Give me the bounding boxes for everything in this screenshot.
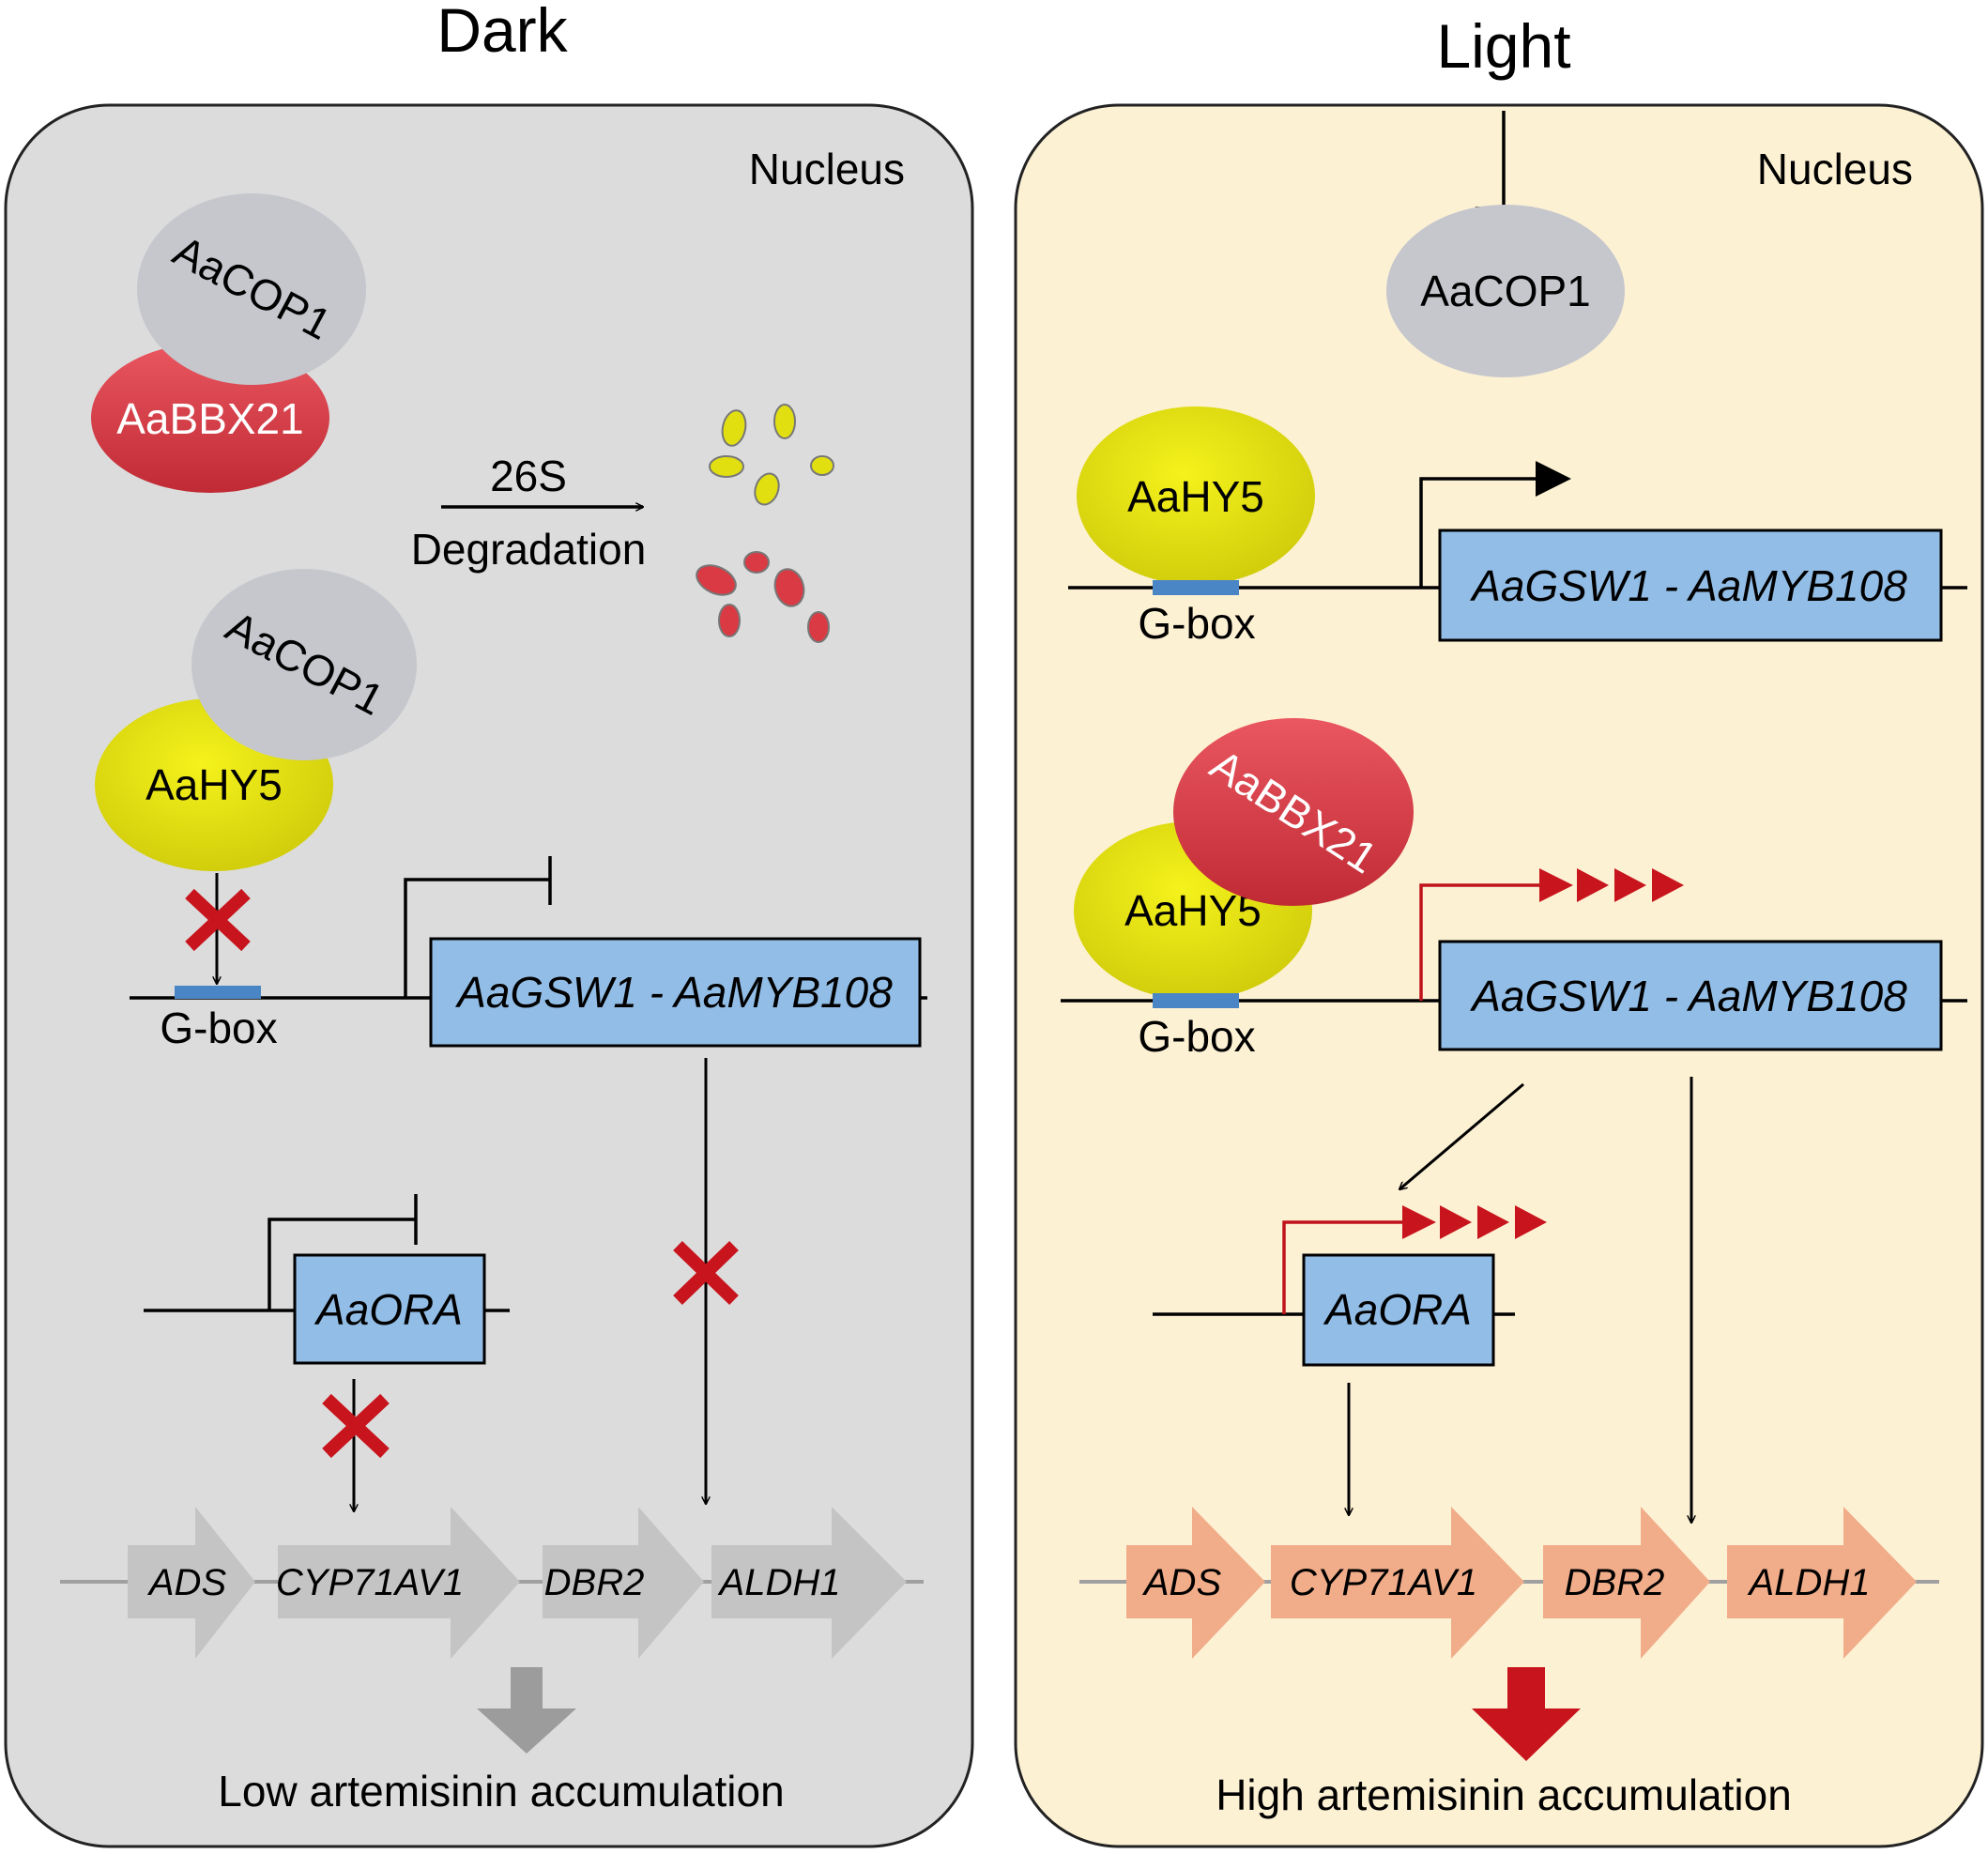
light-hy5-protein-a xyxy=(1077,406,1315,585)
dark-result-arrow xyxy=(477,1667,576,1754)
dark-aldh1-arrow xyxy=(711,1507,907,1659)
light-ora-label: AaORA xyxy=(1323,1285,1472,1334)
dark-cop1-protein-b xyxy=(191,569,417,760)
dark-repressed-tss xyxy=(404,878,550,998)
light-tss-arrowhead-a xyxy=(1536,461,1571,497)
light-gene-ads: ADS xyxy=(1142,1562,1222,1603)
dark-dbr2-arrow xyxy=(543,1507,704,1659)
dark-panel: Dark Nucleus AaBBX21 AaCOP1 26S Degradat… xyxy=(4,0,974,1848)
light-result-arrow xyxy=(1472,1667,1581,1761)
dark-cop1-protein-a xyxy=(137,193,366,385)
dark-ora-repressed-tss xyxy=(268,1218,416,1310)
dark-ads-arrow xyxy=(128,1507,255,1659)
light-gbox-b xyxy=(1153,993,1239,1008)
dark-nucleus-label: Nucleus xyxy=(749,145,905,193)
dark-hy5-label: AaHY5 xyxy=(145,760,283,809)
degradation-26s-label: 26S xyxy=(490,452,567,500)
light-gsw1-myb108-gene-b xyxy=(1438,940,1943,1051)
light-gsw1-myb108-label-a: AaGSW1 - AaMYB108 xyxy=(1469,561,1907,610)
light-gsw1-myb108-gene-a xyxy=(1438,529,1943,642)
blocked-cross-icon xyxy=(673,1240,739,1306)
light-gbox-label-b: G-box xyxy=(1138,1012,1255,1061)
dark-gene-cyp71av1: CYP71AV1 xyxy=(276,1562,464,1603)
light-dbr2-arrow xyxy=(1543,1507,1710,1659)
light-cop1-protein xyxy=(1386,205,1625,377)
light-bbx21-protein xyxy=(1173,718,1414,906)
light-panel: Light Nucleus AaCOP1 AaHY5 G-box AaGSW1 … xyxy=(1014,11,1984,1848)
degraded-fragments xyxy=(696,404,834,643)
dark-gene-ads: ADS xyxy=(147,1562,227,1603)
blocked-cross-icon xyxy=(185,888,251,952)
light-panel-title: Light xyxy=(1436,11,1570,81)
dark-bbx21-label: AaBBX21 xyxy=(116,394,303,443)
dark-ora-gene xyxy=(293,1253,486,1365)
degradation-label: Degradation xyxy=(411,525,647,574)
dark-gene-dbr2: DBR2 xyxy=(544,1562,645,1603)
light-ora-enhanced-tss xyxy=(1282,1220,1402,1314)
light-aldh1-arrow xyxy=(1727,1507,1917,1659)
dark-result-label: Low artemisinin accumulation xyxy=(218,1767,784,1816)
light-gbox-label-a: G-box xyxy=(1138,599,1255,648)
light-tss-a xyxy=(1419,477,1536,588)
light-gene-aldh1: ALDH1 xyxy=(1748,1562,1871,1603)
dark-pathway-gene-arrows xyxy=(128,1507,907,1659)
light-cyp71av1-arrow xyxy=(1271,1507,1524,1659)
dark-gbox xyxy=(175,986,261,999)
dark-panel-title: Dark xyxy=(436,0,568,65)
light-hy5-label-a: AaHY5 xyxy=(1127,472,1264,521)
light-ora-gene xyxy=(1302,1253,1495,1367)
light-ora-enhanced-arrowheads xyxy=(1402,1205,1547,1239)
light-gene-dbr2: DBR2 xyxy=(1565,1562,1665,1603)
light-enhanced-tss-b xyxy=(1419,883,1539,1001)
light-gene-cyp71av1: CYP71AV1 xyxy=(1290,1562,1477,1603)
light-gsw1-myb108-label-b: AaGSW1 - AaMYB108 xyxy=(1469,972,1907,1020)
dark-gsw1-myb108-gene xyxy=(429,937,922,1048)
light-gsw1-to-ora-arrow xyxy=(1399,1082,1524,1189)
light-ads-arrow xyxy=(1126,1507,1265,1659)
dark-gene-aldh1: ALDH1 xyxy=(718,1562,841,1603)
light-gbox-a xyxy=(1153,580,1239,595)
light-nucleus-label: Nucleus xyxy=(1757,145,1913,193)
blocked-cross-icon xyxy=(322,1393,390,1459)
dark-gsw1-myb108-label: AaGSW1 - AaMYB108 xyxy=(454,968,893,1017)
dark-ora-label: AaORA xyxy=(313,1285,463,1334)
light-cop1-label: AaCOP1 xyxy=(1420,267,1591,315)
dark-gbox-label: G-box xyxy=(160,1004,277,1052)
dark-cyp71av1-arrow xyxy=(278,1507,520,1659)
light-enhanced-arrowheads-b xyxy=(1539,868,1684,902)
light-pathway-gene-arrows xyxy=(1126,1507,1917,1659)
light-result-label: High artemisinin accumulation xyxy=(1216,1770,1792,1819)
